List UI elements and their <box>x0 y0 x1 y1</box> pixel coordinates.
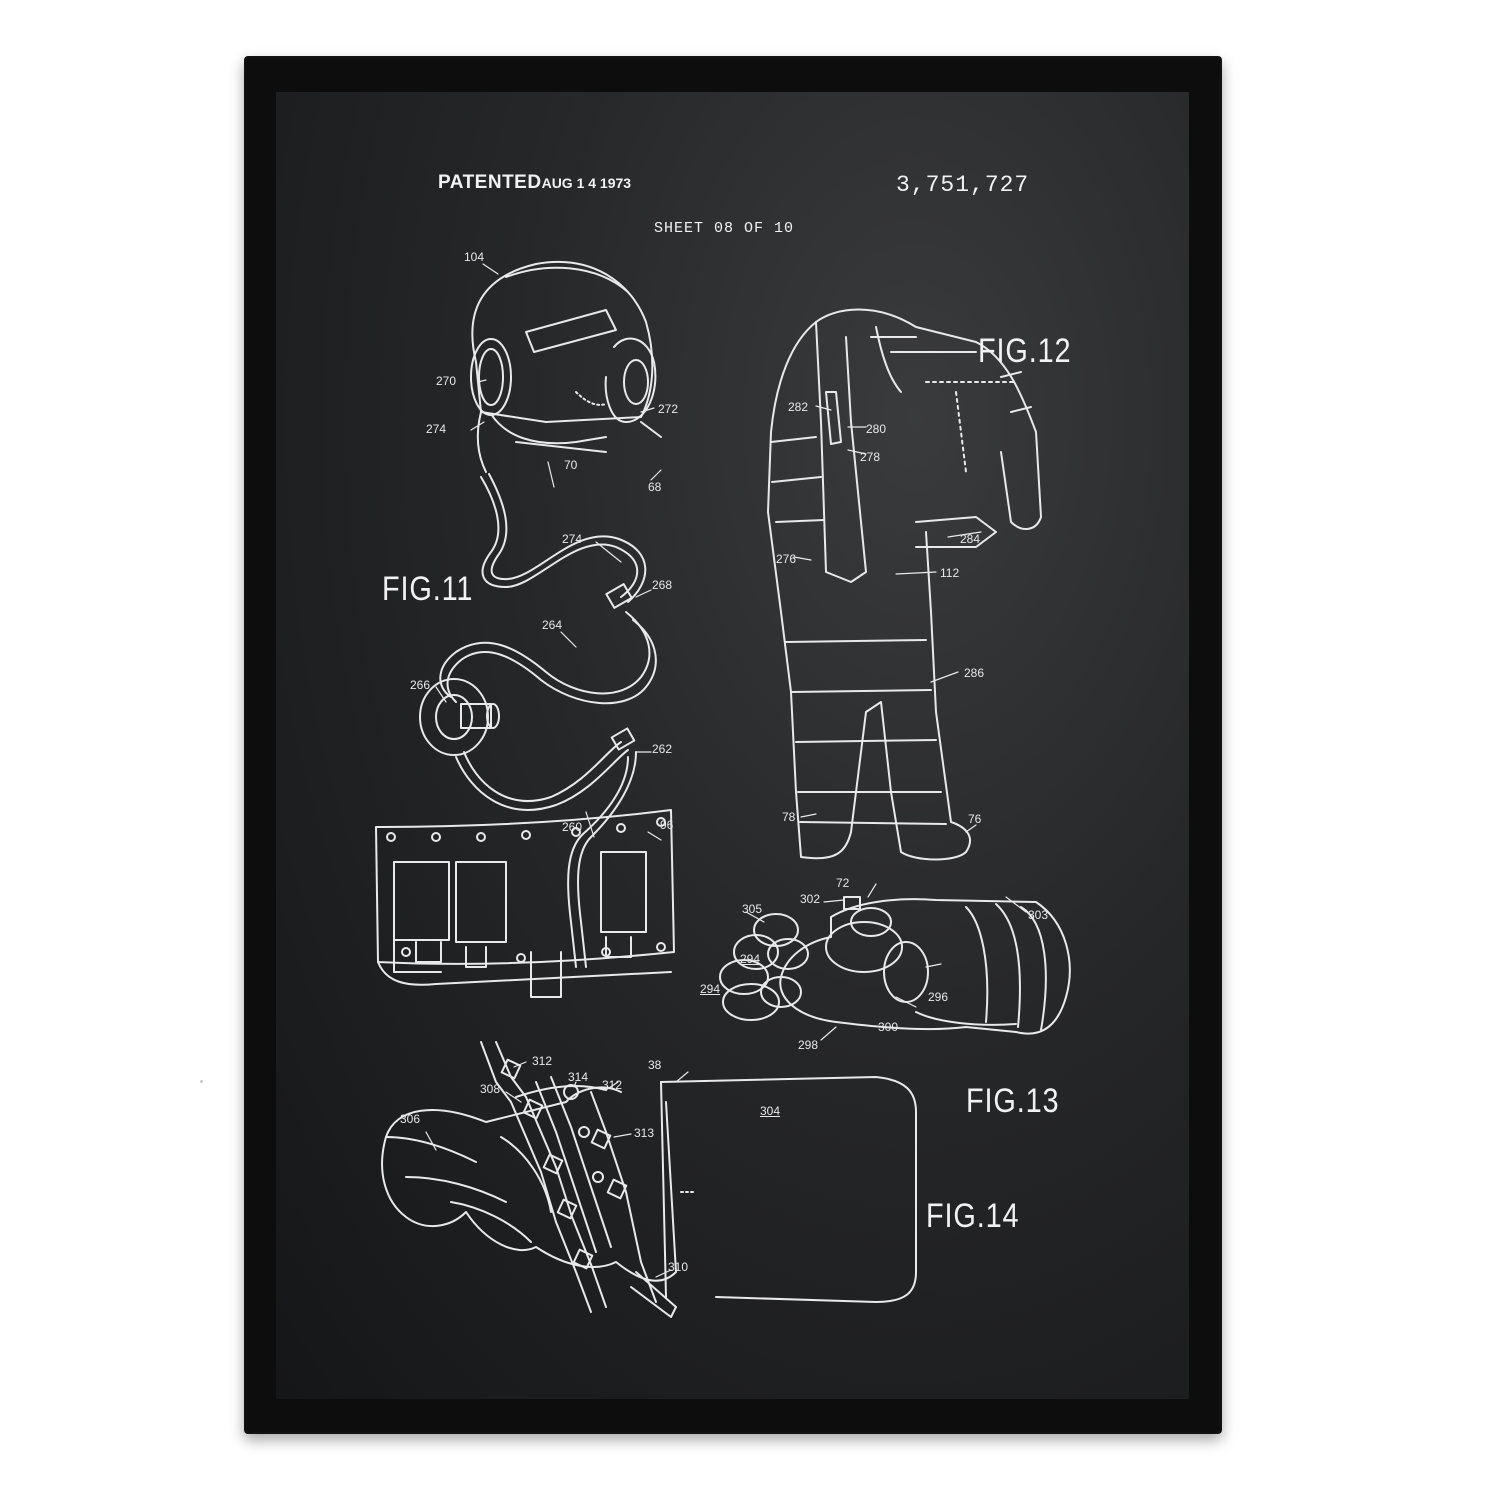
ref-280: 280 <box>866 422 887 436</box>
ref-312-a: 312 <box>532 1054 553 1068</box>
belt-drawing <box>375 809 675 998</box>
ref-310: 310 <box>668 1260 689 1274</box>
chalkboard-patent-sheet: PATENTEDAUG 1 4 1973 3,751,727 SHEET 08 … <box>276 92 1189 1399</box>
ref-262: 262 <box>652 742 673 756</box>
ref-294-a: 294 <box>740 952 761 966</box>
ref-306: 306 <box>400 1112 421 1126</box>
ref-302: 302 <box>800 892 821 906</box>
ref-260: 260 <box>562 820 583 834</box>
fig-13-label: FIG.13 <box>966 1082 1060 1120</box>
ref-278: 278 <box>860 450 881 464</box>
ref-38: 38 <box>648 1058 662 1072</box>
ref-96: 96 <box>660 818 674 832</box>
glove-drawing <box>719 896 1071 1035</box>
ref-68: 68 <box>648 480 662 494</box>
ref-303: 303 <box>1028 908 1049 922</box>
patented-date: AUG 1 4 1973 <box>541 175 632 191</box>
patented-header: PATENTEDAUG 1 4 1973 <box>438 172 631 194</box>
ref-70: 70 <box>564 458 578 472</box>
ref-76: 76 <box>968 812 982 826</box>
patent-number: 3,751,727 <box>896 172 1030 198</box>
ref-286: 286 <box>964 666 985 680</box>
fig-11-label: FIG.11 <box>382 570 474 608</box>
ref-296: 296 <box>928 990 949 1004</box>
ref-294-b: 294 <box>700 982 721 996</box>
ref-104: 104 <box>464 250 485 264</box>
flight-suit-drawing <box>767 308 1042 861</box>
ref-72: 72 <box>836 876 850 890</box>
ref-272: 272 <box>658 402 679 416</box>
patent-drawing <box>375 260 1071 1318</box>
ref-274: 274 <box>426 422 447 436</box>
ref-78: 78 <box>782 810 796 824</box>
ref-312-b: 312 <box>602 1078 623 1092</box>
fig-12-label: FIG.12 <box>978 332 1072 370</box>
ref-304: 304 <box>760 1104 781 1118</box>
ref-274-cord: 274 <box>562 532 583 546</box>
ref-282: 282 <box>788 400 809 414</box>
helmet-drawing <box>470 260 662 473</box>
ref-268: 268 <box>652 578 673 592</box>
ref-300: 300 <box>878 1020 899 1034</box>
fig-14-label: FIG.14 <box>926 1197 1020 1235</box>
patented-label: PATENTED <box>438 172 542 193</box>
ref-270: 270 <box>436 374 457 388</box>
ref-276: 276 <box>776 552 797 566</box>
sheet-indicator: SHEET 08 OF 10 <box>654 220 795 237</box>
ref-112: 112 <box>940 566 960 580</box>
ref-266: 266 <box>410 678 431 692</box>
ref-298: 298 <box>798 1038 819 1052</box>
ref-284: 284 <box>960 532 981 546</box>
ref-305: 305 <box>742 902 763 916</box>
gauntlet-drawing <box>381 1041 917 1318</box>
cord-drawing <box>419 473 657 968</box>
dust-speck <box>200 1080 203 1083</box>
ref-264: 264 <box>542 618 563 632</box>
ref-313: 313 <box>634 1126 655 1140</box>
ref-308: 308 <box>480 1082 501 1096</box>
leader-lines <box>425 263 1027 1278</box>
ref-314: 314 <box>568 1070 589 1084</box>
